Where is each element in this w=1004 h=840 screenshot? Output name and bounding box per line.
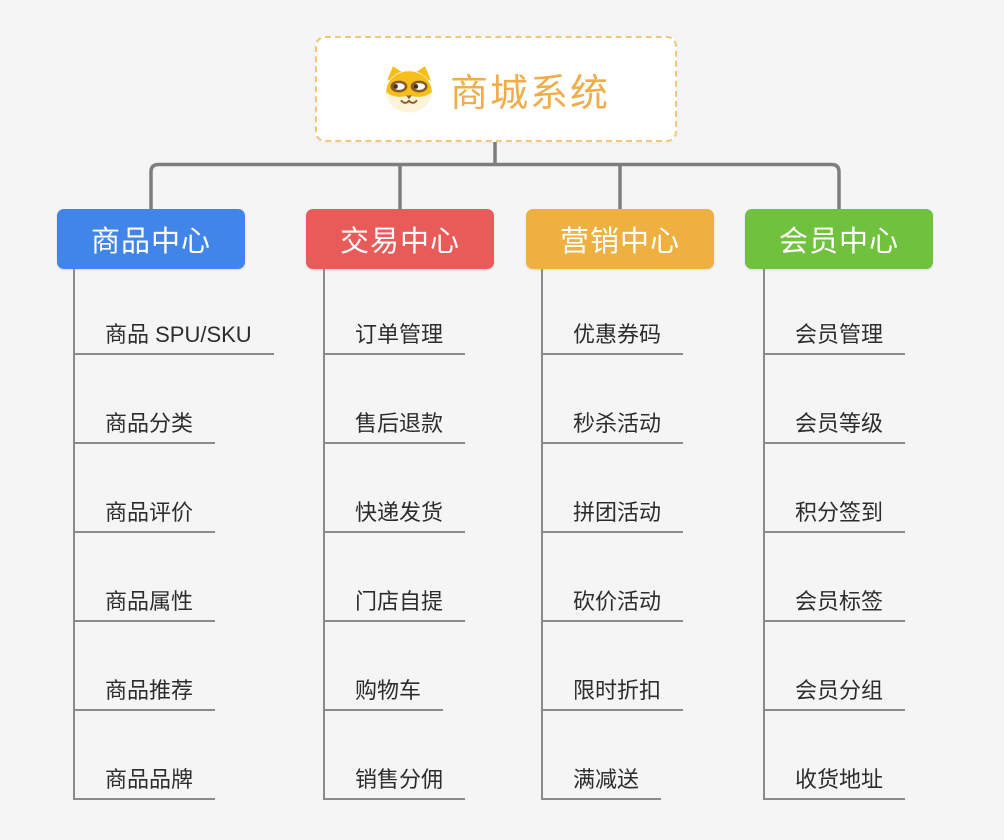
- leaf-node[interactable]: 收货地址: [763, 762, 906, 800]
- branch-label: 商品中心: [90, 226, 211, 258]
- leaf-node[interactable]: 会员标签: [763, 584, 906, 622]
- leaf-column-marketing: 优惠券码 秒杀活动 拼团活动 砍价活动 限时折扣 满减送: [541, 269, 778, 800]
- leaf-node[interactable]: 商品分类: [73, 406, 216, 444]
- root-title: 商城系统: [449, 72, 610, 115]
- leaf-node[interactable]: 积分签到: [763, 495, 906, 533]
- root-node[interactable]: 商城系统: [315, 36, 677, 142]
- branch-bus-line: [149, 162, 841, 209]
- leaf-node[interactable]: 优惠券码: [541, 317, 684, 355]
- branch-label: 交易中心: [339, 226, 460, 258]
- branch-label: 营销中心: [559, 226, 680, 258]
- leaf-node[interactable]: 会员分组: [763, 673, 906, 711]
- leaf-node[interactable]: 商品推荐: [73, 673, 216, 711]
- leaf-node[interactable]: 满减送: [541, 762, 662, 800]
- leaf-column-member: 会员管理 会员等级 积分签到 会员标签 会员分组 收货地址: [763, 269, 1000, 800]
- dog-face-icon: [382, 64, 436, 114]
- branch-label: 会员中心: [778, 226, 899, 258]
- branch-node-product-center[interactable]: 商品中心: [57, 209, 245, 269]
- leaf-node[interactable]: 秒杀活动: [541, 406, 684, 444]
- leaf-node[interactable]: 会员管理: [763, 317, 906, 355]
- leaf-node[interactable]: 商品评价: [73, 495, 216, 533]
- leaf-node[interactable]: 会员等级: [763, 406, 906, 444]
- leaf-node[interactable]: 拼团活动: [541, 495, 684, 533]
- branch-node-member-center[interactable]: 会员中心: [745, 209, 933, 269]
- leaf-node[interactable]: 购物车: [323, 673, 444, 711]
- leaf-column-product: 商品 SPU/SKU 商品分类 商品评价 商品属性 商品推荐 商品品牌: [73, 269, 310, 800]
- leaf-node[interactable]: 售后退款: [323, 406, 466, 444]
- leaf-node[interactable]: 商品属性: [73, 584, 216, 622]
- leaf-node[interactable]: 商品 SPU/SKU: [73, 317, 274, 355]
- leaf-node[interactable]: 商品品牌: [73, 762, 216, 800]
- leaf-node[interactable]: 销售分佣: [323, 762, 466, 800]
- leaf-node[interactable]: 门店自提: [323, 584, 466, 622]
- branch-node-trade-center[interactable]: 交易中心: [306, 209, 494, 269]
- leaf-node[interactable]: 订单管理: [323, 317, 466, 355]
- leaf-column-trade: 订单管理 售后退款 快递发货 门店自提 购物车 销售分佣: [323, 269, 560, 800]
- leaf-node[interactable]: 快递发货: [323, 495, 466, 533]
- leaf-node[interactable]: 砍价活动: [541, 584, 684, 622]
- branch-node-marketing-center[interactable]: 营销中心: [526, 209, 714, 269]
- leaf-node[interactable]: 限时折扣: [541, 673, 684, 711]
